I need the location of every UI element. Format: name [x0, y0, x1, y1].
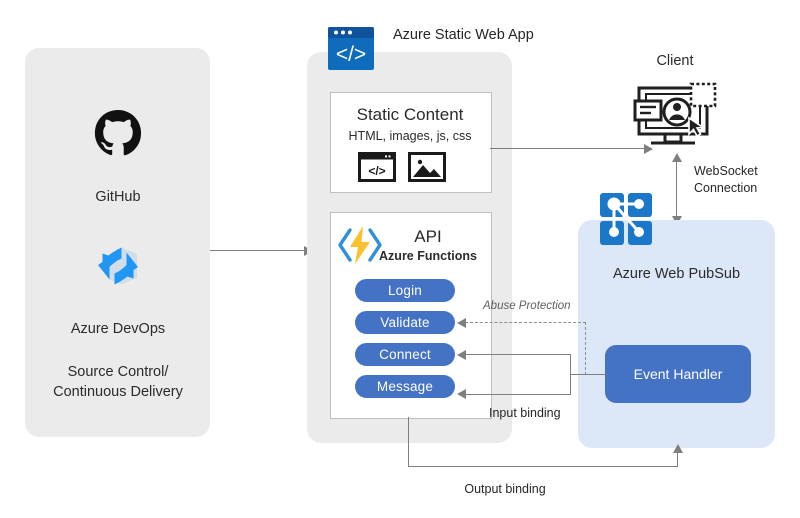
input-binding-label: Input binding [489, 406, 561, 420]
client-label: Client [656, 53, 694, 69]
api-function-connect[interactable]: Connect [355, 343, 455, 366]
connector-input-binding-to-message [465, 393, 571, 395]
web-pubsub-title: Azure Web PubSub [612, 266, 741, 282]
github-icon [92, 108, 144, 160]
static-content-title: Static Content [356, 105, 464, 124]
connector-abuse-protection-vertical [585, 322, 586, 375]
connector-abuse-protection-horizontal [465, 322, 586, 323]
svg-text:</>: </> [368, 164, 385, 178]
azure-functions-icon [337, 222, 383, 268]
api-subtitle: Azure Functions [379, 249, 477, 263]
connector-output-binding-up [677, 452, 679, 467]
static-web-app-title: Azure Static Web App [393, 27, 534, 43]
connector-input-binding-message-arrow [457, 389, 466, 399]
connector-event-handler-stub [570, 374, 608, 376]
connector-output-binding-across [408, 466, 678, 468]
svg-text:</>: </> [336, 43, 366, 66]
azure-devops-icon [92, 240, 144, 292]
connector-input-binding-to-connect [465, 354, 571, 356]
api-title: API [414, 227, 442, 246]
connector-static-content-to-client [490, 148, 645, 150]
source-control-caption-line2: Continuous Delivery [53, 384, 183, 400]
connector-abuse-protection-arrow [457, 317, 466, 328]
connector-source-to-swa [210, 250, 305, 252]
connector-output-binding-arrow [673, 444, 683, 453]
azure-web-pubsub-icon [599, 192, 653, 246]
api-function-login[interactable]: Login [355, 279, 455, 302]
image-icon [408, 152, 446, 182]
client-monitor-icon [627, 82, 723, 150]
event-handler-box[interactable]: Event Handler [605, 345, 751, 403]
connector-static-content-to-client-arrow [644, 143, 653, 154]
connector-output-binding-down [408, 417, 410, 467]
connector-input-binding-vertical [570, 354, 572, 394]
output-binding-label: Output binding [464, 482, 546, 496]
connector-websocket-arrow-up [672, 153, 682, 162]
source-control-caption-line1: Source Control/ [67, 364, 169, 380]
websocket-label-line2: Connection [694, 181, 758, 195]
github-label: GitHub [95, 189, 141, 205]
api-function-validate[interactable]: Validate [355, 311, 455, 334]
api-function-message[interactable]: Message [355, 375, 455, 398]
azure-devops-label: Azure DevOps [70, 321, 166, 337]
connector-input-binding-connect-arrow [457, 349, 466, 360]
connector-websocket [676, 160, 678, 218]
static-content-subtitle: HTML, images, js, css [348, 129, 472, 143]
azure-static-web-app-icon: </> [327, 26, 375, 71]
websocket-label-line1: WebSocket [694, 164, 758, 178]
abuse-protection-label: Abuse Protection [483, 300, 571, 312]
code-window-icon: </> [358, 152, 396, 182]
web-pubsub-panel [578, 220, 775, 448]
